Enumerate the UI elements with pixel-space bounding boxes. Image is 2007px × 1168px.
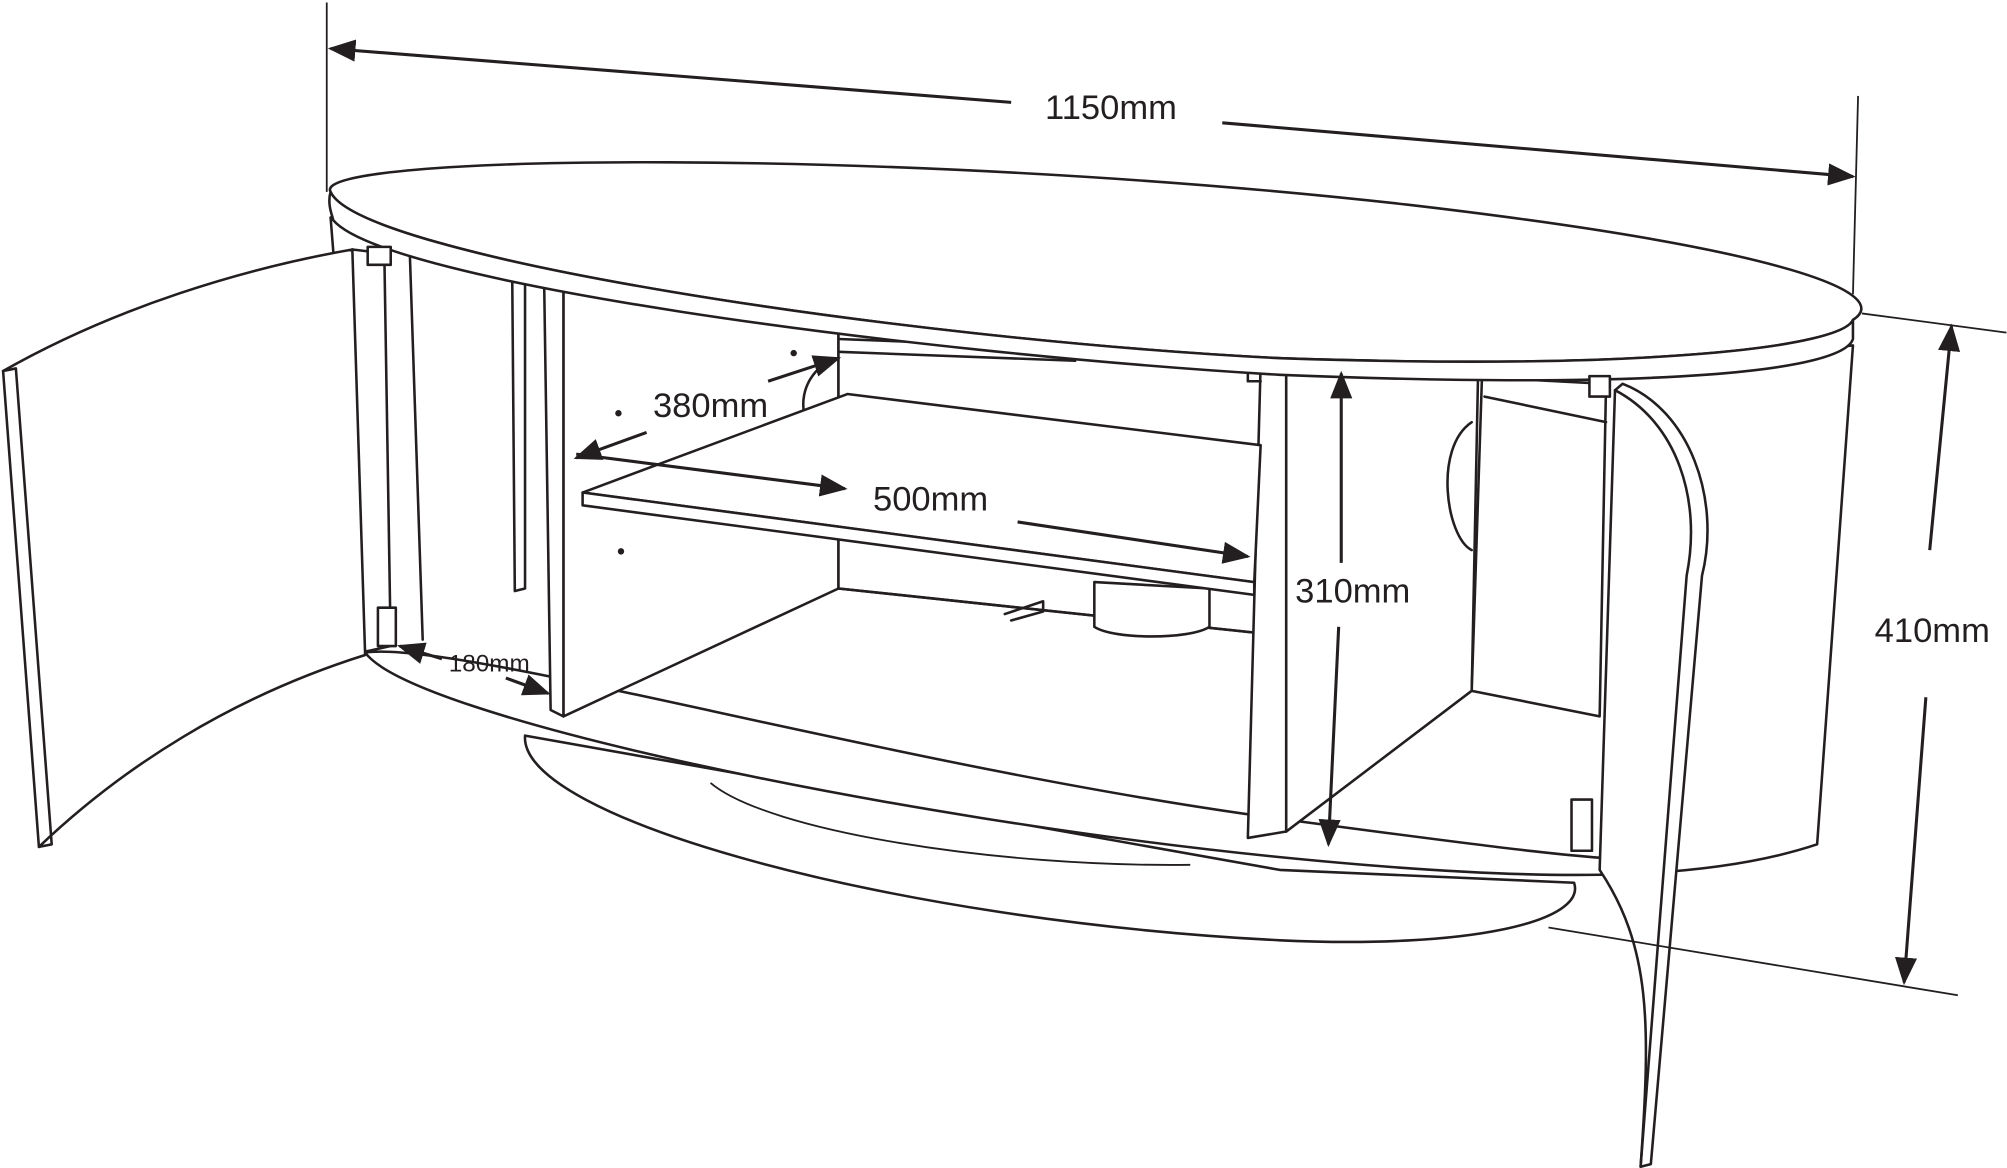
shelf bbox=[581, 392, 1262, 597]
right-door bbox=[1570, 374, 1709, 1168]
height-label: 410mm bbox=[1875, 612, 1990, 650]
shelf-depth-label: 380mm bbox=[653, 387, 768, 425]
left-door bbox=[1, 245, 398, 849]
width-label: 1150mm bbox=[1045, 89, 1177, 127]
dimension-lines bbox=[325, 2, 2007, 997]
plinth-base bbox=[523, 734, 1577, 944]
cabinet-top bbox=[328, 161, 1863, 382]
side-depth-label: 180mm bbox=[449, 651, 530, 678]
inner-height-label: 310mm bbox=[1295, 573, 1410, 611]
shelf-width-label: 500mm bbox=[873, 480, 988, 518]
